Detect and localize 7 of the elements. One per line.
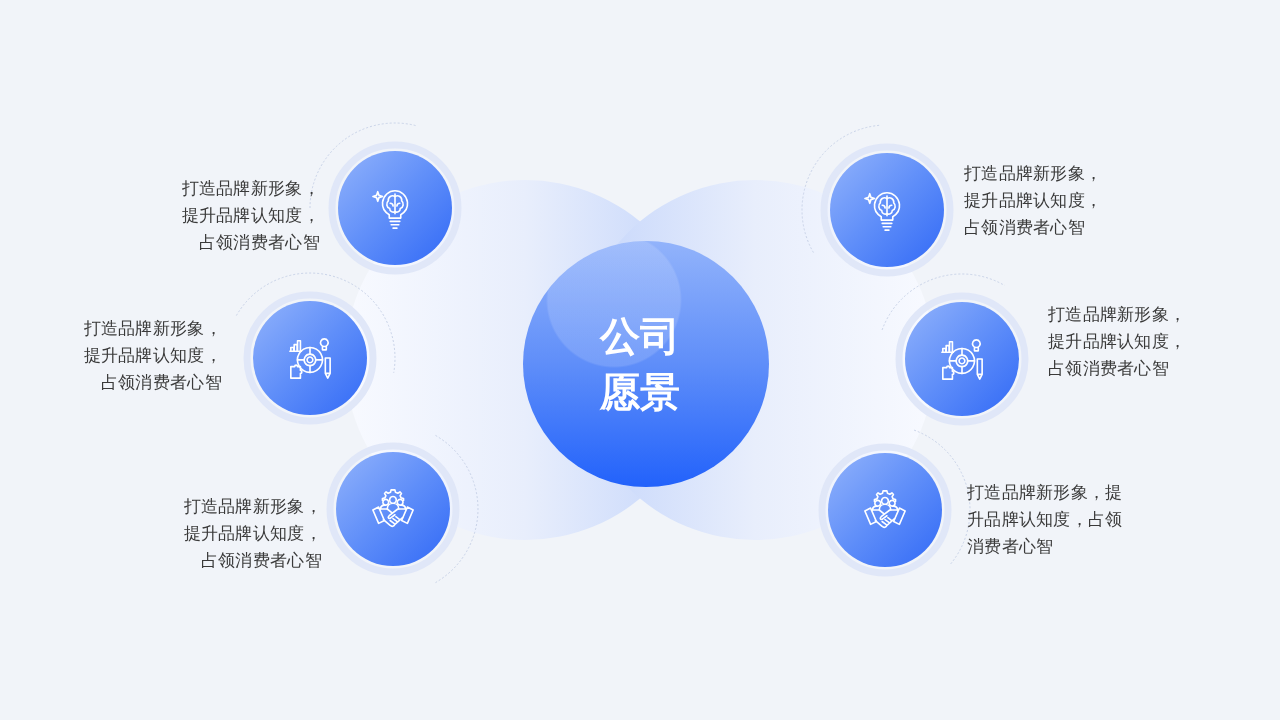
description-text: 打造品牌新形象，提升品牌认知度，占领消费者心智 [182,496,322,572]
description-text: 打造品牌新形象，提升品牌认知度，占领消费者心智 [1048,304,1188,380]
description-text: 打造品牌新形象，提升品牌认知度，占领消费者心智 [82,318,222,394]
description-text: 打造品牌新形象，提升品牌认知度，占领消费者心智 [180,178,320,254]
center-title: 公司愿景 [598,313,681,416]
description-text: 打造品牌新形象，提升品牌认知度，占领消费者心智 [967,482,1124,558]
description-text: 打造品牌新形象，提升品牌认知度，占领消费者心智 [964,163,1104,239]
